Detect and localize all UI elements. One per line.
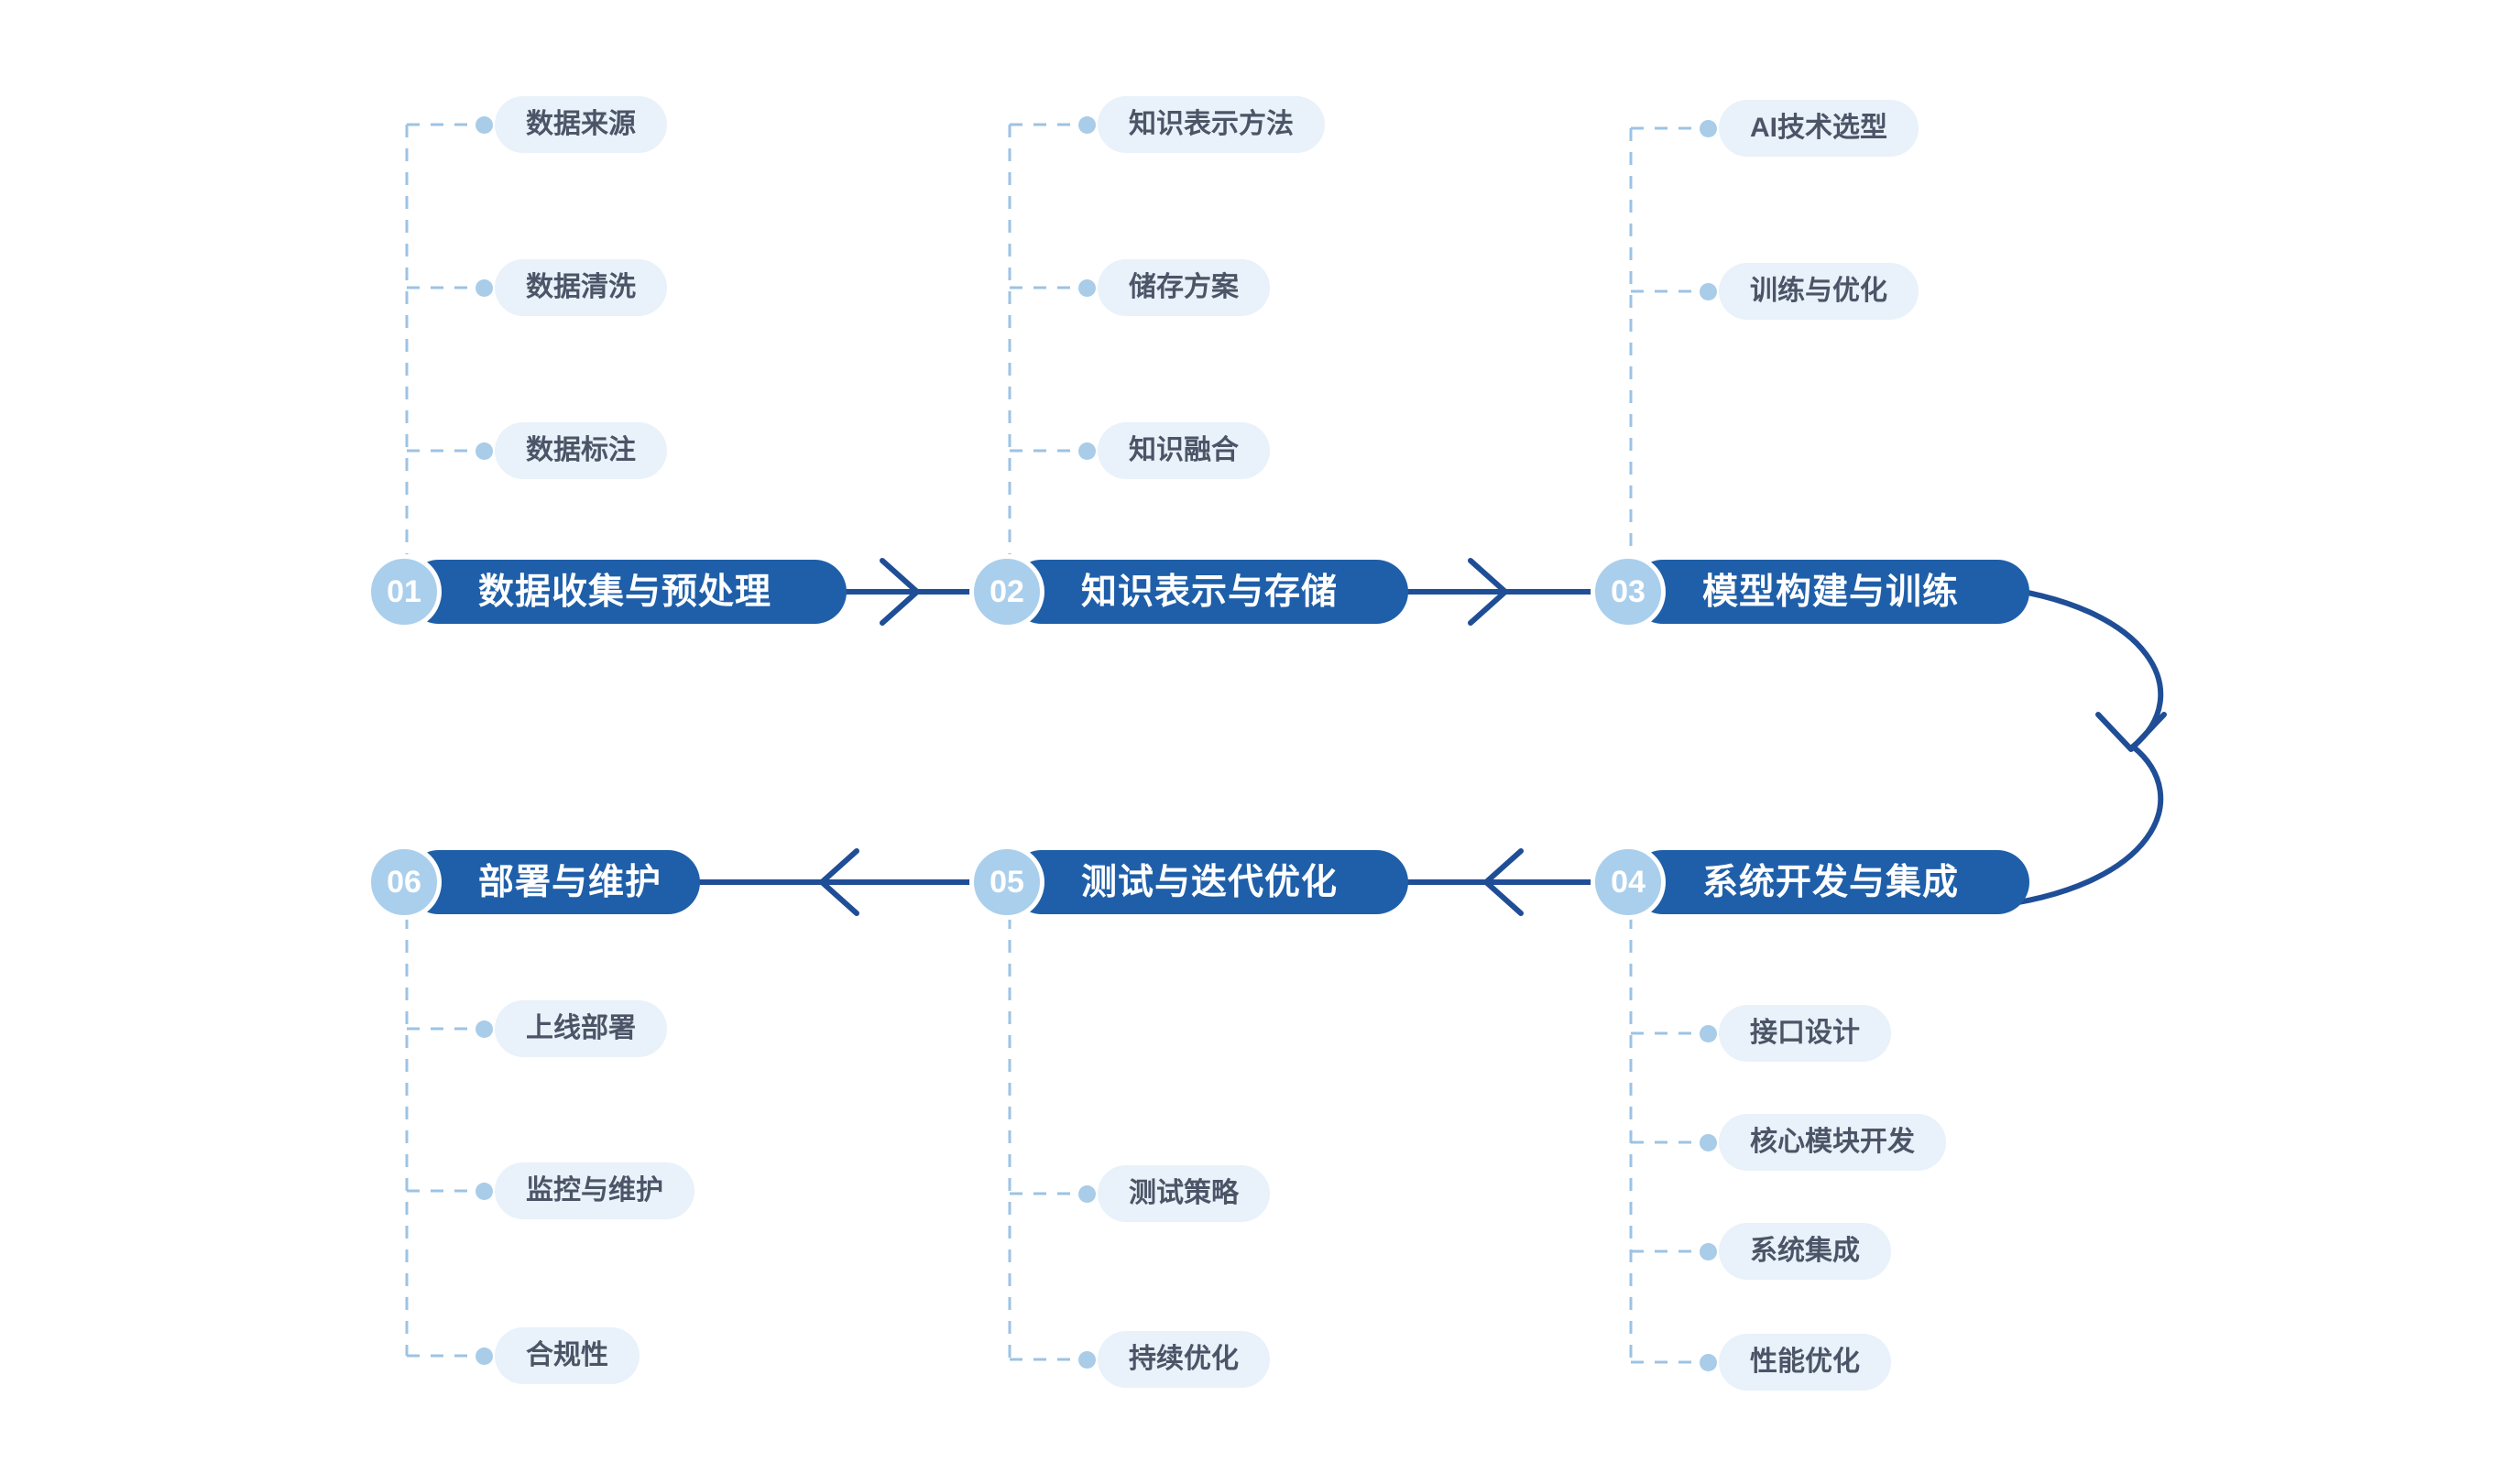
- connector-dot: [1078, 116, 1096, 134]
- sub-item-pill[interactable]: 接口设计: [1719, 1005, 1891, 1062]
- sub-item-pill[interactable]: 性能优化: [1719, 1334, 1891, 1391]
- stage-number-badge: 01: [366, 554, 442, 629]
- stage-title: 测试与迭代优化: [1081, 862, 1339, 902]
- sub-item-label: 训练与优化: [1750, 276, 1887, 306]
- connector-dot: [1700, 120, 1717, 137]
- sub-item-label: AI技术选型: [1750, 113, 1887, 143]
- connector-dot: [1700, 1025, 1717, 1042]
- stage-title: 模型构建与训练: [1702, 572, 1960, 612]
- sub-item-label: 性能优化: [1750, 1347, 1860, 1377]
- sub-item-pill[interactable]: 储存方案: [1098, 259, 1270, 316]
- stage-bar[interactable]: 模型构建与训练: [1631, 560, 2029, 624]
- sub-item-pill[interactable]: 合规性: [495, 1327, 640, 1384]
- sub-item-label: 接口设计: [1750, 1018, 1860, 1048]
- connector-dot: [1078, 442, 1096, 460]
- connector-dot: [1700, 1354, 1717, 1371]
- connector-dot: [476, 1020, 493, 1038]
- connector-dot: [476, 1348, 493, 1365]
- stage-title: 部署与维护: [478, 862, 662, 902]
- sub-item-label: 系统集成: [1750, 1236, 1860, 1266]
- stage-bar[interactable]: 系统开发与集成: [1631, 850, 2029, 914]
- sub-item-pill[interactable]: 核心模块开发: [1719, 1114, 1946, 1171]
- stage-bar[interactable]: 知识表示与存储: [1010, 560, 1408, 624]
- stage-bar[interactable]: 测试与迭代优化: [1010, 850, 1408, 914]
- sub-item-pill[interactable]: 上线部署: [495, 1000, 667, 1057]
- dashed-tree-stage-01: [405, 123, 484, 559]
- stage-number-badge: 03: [1591, 554, 1666, 629]
- stage-number: 05: [990, 865, 1024, 900]
- dashed-tree-stage-06: [405, 916, 484, 1358]
- sub-item-pill[interactable]: 持续优化: [1098, 1331, 1270, 1388]
- sub-item-pill[interactable]: 数据来源: [495, 96, 667, 153]
- stage-number: 02: [990, 574, 1024, 609]
- connector-dot: [1078, 1351, 1096, 1369]
- sub-item-pill[interactable]: 系统集成: [1719, 1223, 1891, 1280]
- connector-dot: [476, 279, 493, 297]
- connector-dot: [1078, 1185, 1096, 1203]
- dashed-tree-stage-03: [1629, 126, 1708, 561]
- connector-dot: [476, 442, 493, 460]
- stage-number: 06: [387, 865, 421, 900]
- sub-item-label: 上线部署: [526, 1013, 636, 1043]
- sub-item-pill[interactable]: 知识融合: [1098, 422, 1270, 479]
- stage-bar[interactable]: 数据收集与预处理: [407, 560, 847, 624]
- stage-title: 系统开发与集成: [1702, 862, 1960, 902]
- sub-item-pill[interactable]: 知识表示方法: [1098, 96, 1325, 153]
- sub-item-label: 知识融合: [1129, 435, 1239, 465]
- stage-title: 数据收集与预处理: [478, 572, 772, 612]
- connector-dot: [1700, 283, 1717, 300]
- sub-item-label: 持续优化: [1129, 1344, 1239, 1374]
- dashed-tree-stage-05: [1008, 916, 1087, 1361]
- dashed-tree-stage-04: [1629, 916, 1708, 1364]
- sub-item-pill[interactable]: 训练与优化: [1719, 263, 1919, 320]
- sub-item-label: 测试策略: [1129, 1178, 1239, 1208]
- connector-dot: [1700, 1134, 1717, 1151]
- sub-item-pill[interactable]: 测试策略: [1098, 1165, 1270, 1222]
- connector-dot: [1700, 1243, 1717, 1260]
- sub-item-pill[interactable]: 监控与维护: [495, 1162, 694, 1219]
- sub-item-label: 数据清洗: [526, 272, 636, 302]
- stage-number-badge: 05: [969, 845, 1044, 920]
- connector-dot: [476, 1183, 493, 1200]
- stage-number-badge: 04: [1591, 845, 1666, 920]
- sub-item-label: 核心模块开发: [1750, 1127, 1915, 1157]
- stage-number: 01: [387, 574, 421, 609]
- dashed-tree-stage-02: [1008, 123, 1087, 559]
- stage-number-badge: 02: [969, 554, 1044, 629]
- stage-number: 04: [1611, 865, 1646, 900]
- sub-item-pill[interactable]: 数据标注: [495, 422, 667, 479]
- connector-dot: [476, 116, 493, 134]
- sub-item-label: 知识表示方法: [1129, 109, 1294, 139]
- sub-item-label: 数据标注: [526, 435, 636, 465]
- sub-item-pill[interactable]: 数据清洗: [495, 259, 667, 316]
- sub-item-label: 合规性: [526, 1340, 608, 1370]
- sub-item-pill[interactable]: AI技术选型: [1719, 100, 1919, 157]
- flow-arrow-05-to-06: [694, 848, 1014, 916]
- stage-number: 03: [1611, 574, 1646, 609]
- connector-dot: [1078, 279, 1096, 297]
- stage-title: 知识表示与存储: [1081, 572, 1339, 612]
- sub-item-label: 储存方案: [1129, 272, 1239, 302]
- sub-item-label: 监控与维护: [526, 1175, 663, 1206]
- stage-number-badge: 06: [366, 845, 442, 920]
- sub-item-label: 数据来源: [526, 109, 636, 139]
- stage-bar[interactable]: 部署与维护: [407, 850, 700, 914]
